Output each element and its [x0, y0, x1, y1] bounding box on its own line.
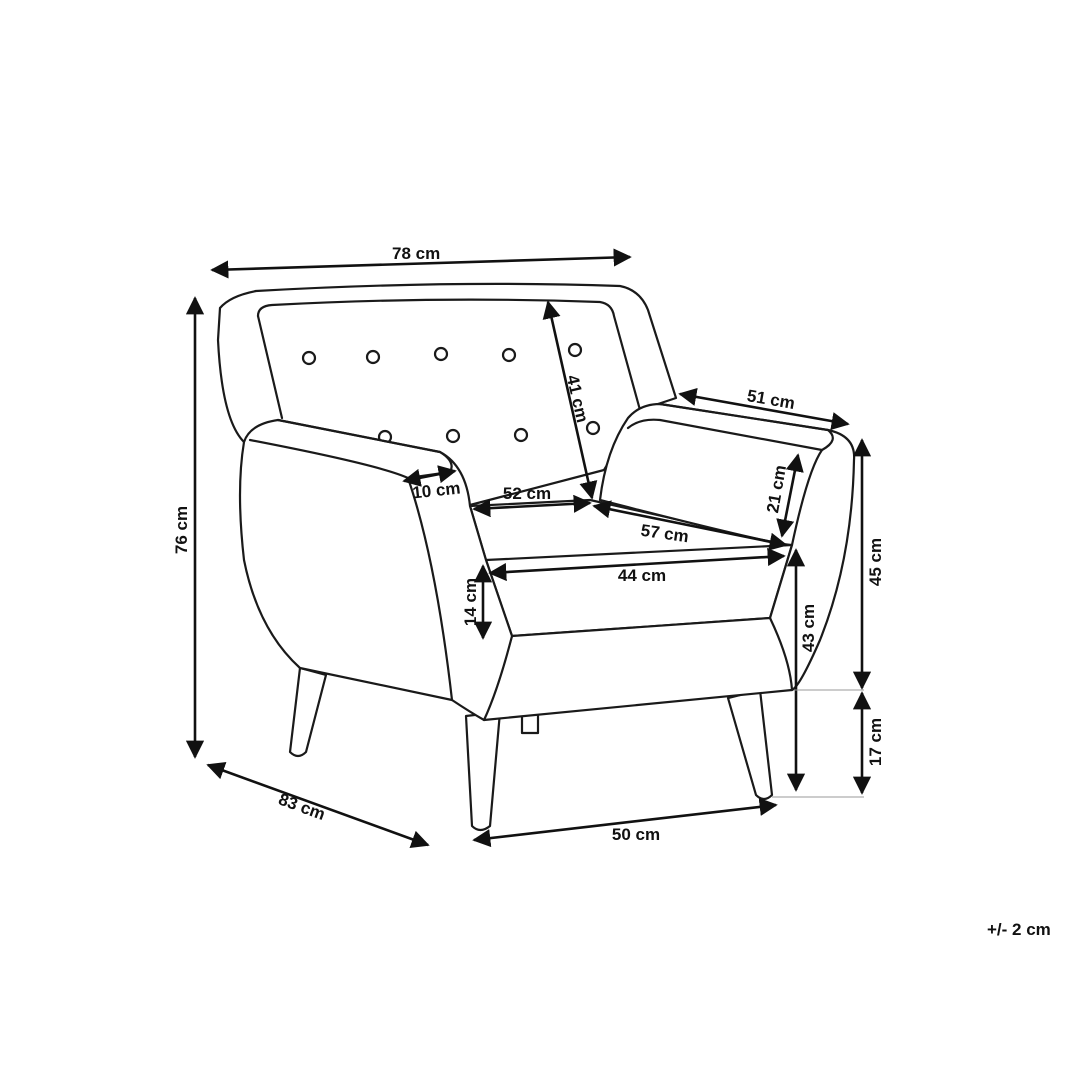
- armrest-depth-label: 51 cm: [746, 386, 797, 413]
- seat-width-label: 44 cm: [618, 566, 666, 585]
- backrest-cushion-edge: [256, 314, 284, 420]
- left-armrest-front-face: [406, 476, 454, 702]
- base-width-label: 50 cm: [612, 825, 660, 844]
- tuft-button: [513, 427, 529, 443]
- width-dimension-line: [210, 248, 632, 279]
- width-label: 78 cm: [392, 244, 440, 263]
- front-right-leg: [726, 688, 774, 801]
- seat-width-dimension-line: [488, 547, 786, 582]
- armrest-width-label: 10 cm: [411, 479, 461, 503]
- tuft-button: [365, 349, 381, 365]
- depth-dimension-line: [206, 762, 430, 848]
- armrest-depth-dimension-line: [678, 387, 850, 431]
- back-left-leg: [288, 666, 328, 758]
- backrest-height-dimension-line: [542, 300, 598, 500]
- seat-back-width-dimension-line: [472, 494, 592, 518]
- seat-height-label: 43 cm: [799, 604, 818, 652]
- dimension-labels: 78 cm 76 cm 83 cm 41 cm 51 cm 10 cm 52 c…: [172, 244, 1051, 939]
- seat-thickness-label: 14 cm: [461, 578, 480, 626]
- front-left-leg: [464, 710, 502, 832]
- tuft-button: [585, 420, 601, 436]
- backrest-cushion: [256, 298, 642, 412]
- tuft-button: [301, 350, 317, 366]
- tolerance-note: +/- 2 cm: [987, 920, 1051, 939]
- armrest-width-dimension-line: [402, 465, 457, 487]
- armrest-height-label: 45 cm: [866, 538, 885, 586]
- seat-depth-dimension-line: [592, 500, 788, 551]
- leg-height-label: 17 cm: [866, 718, 885, 766]
- tuft-button: [501, 347, 517, 363]
- tuft-button: [445, 428, 461, 444]
- seat-back-width-label: 52 cm: [503, 484, 551, 503]
- tuft-button: [567, 342, 583, 358]
- tuft-button: [433, 346, 449, 362]
- base-width-dimension-line: [472, 797, 778, 848]
- dimension-lines: [185, 248, 872, 848]
- depth-label: 83 cm: [276, 790, 328, 824]
- height-label: 76 cm: [172, 506, 191, 554]
- armrest-above-seat-dimension-line: [776, 453, 804, 538]
